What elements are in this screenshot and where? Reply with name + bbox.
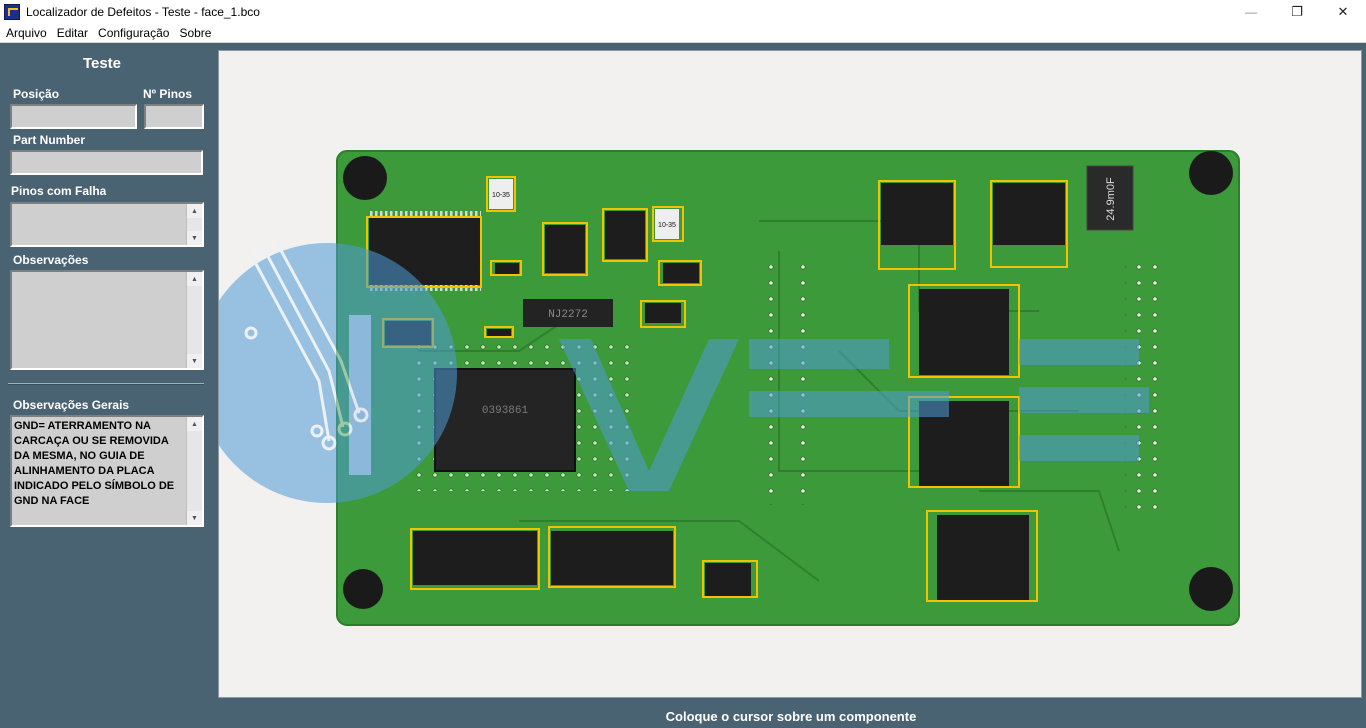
observacoes-scrollbar[interactable]: ▲ ▼ bbox=[186, 272, 202, 368]
nj2272-ic-label: NJ2272 bbox=[548, 309, 588, 321]
posicao-label: Posição bbox=[13, 87, 60, 101]
highlight-small-ic-a[interactable] bbox=[658, 260, 702, 286]
highlight-bottom-small-ic[interactable] bbox=[702, 560, 758, 598]
npinos-label: Nº Pinos bbox=[143, 87, 193, 101]
regulator-2[interactable] bbox=[993, 183, 1065, 245]
pin-column bbox=[1151, 259, 1167, 509]
small-regulator-1[interactable] bbox=[545, 225, 585, 273]
scroll-up-icon[interactable]: ▲ bbox=[187, 272, 202, 286]
partnumber-field[interactable] bbox=[10, 150, 203, 175]
highlight-small-ic-e[interactable] bbox=[484, 326, 514, 338]
obs-gerais-text: GND= ATERRAMENTO NA CARCAÇA OU SE REMOVI… bbox=[14, 420, 175, 507]
menu-bar: Arquivo Editar Configuração Sobre bbox=[0, 24, 1366, 43]
highlight-small-reg-2[interactable] bbox=[602, 208, 648, 262]
panel-separator bbox=[8, 383, 204, 385]
window-title: Localizador de Defeitos - Teste - face_1… bbox=[26, 5, 260, 19]
highlight-small-ic-b[interactable] bbox=[640, 300, 686, 328]
passive-10-35-b[interactable] bbox=[655, 209, 679, 239]
scroll-down-icon[interactable]: ▼ bbox=[187, 511, 202, 525]
maximize-button[interactable]: ❐ bbox=[1274, 0, 1320, 24]
status-bar: Coloque o cursor sobre um componente bbox=[216, 704, 1366, 728]
obs-gerais-scrollbar[interactable]: ▲ ▼ bbox=[186, 417, 202, 525]
capacitor-label: 24.9m0F bbox=[1105, 177, 1117, 221]
scroll-up-icon[interactable]: ▲ bbox=[187, 204, 202, 218]
highlight-passive-b[interactable] bbox=[652, 206, 684, 242]
close-icon: ✕ bbox=[1337, 4, 1349, 19]
title-bar: Localizador de Defeitos - Teste - face_1… bbox=[0, 0, 1366, 24]
maximize-icon: ❐ bbox=[1291, 4, 1303, 19]
passive-10-35-a-label: 10-35 bbox=[492, 192, 510, 199]
mount-hole bbox=[343, 569, 383, 609]
small-regulator-2[interactable] bbox=[605, 211, 645, 259]
panel-title: Teste bbox=[82, 55, 122, 72]
partnumber-label: Part Number bbox=[13, 133, 86, 147]
observacoes-label: Observações bbox=[13, 253, 89, 267]
mount-hole bbox=[1189, 567, 1233, 611]
nj2272-ic[interactable] bbox=[523, 299, 613, 327]
menu-arquivo[interactable]: Arquivo bbox=[6, 26, 47, 40]
npinos-field[interactable] bbox=[144, 104, 204, 129]
main-frame: 0393861 24.9m0F NJ2272 bbox=[216, 43, 1366, 704]
small-ic-a[interactable] bbox=[663, 263, 699, 283]
scroll-up-icon[interactable]: ▲ bbox=[187, 417, 202, 431]
status-text: Coloque o cursor sobre um componente bbox=[665, 708, 917, 724]
menu-configuracao[interactable]: Configuração bbox=[98, 26, 170, 40]
scroll-down-icon[interactable]: ▼ bbox=[187, 231, 202, 245]
pinos-falha-scrollbar[interactable]: ▲ ▼ bbox=[186, 204, 202, 245]
main-bga-chip[interactable] bbox=[434, 368, 576, 472]
bottom-soic-1[interactable] bbox=[413, 531, 537, 585]
highlight-small-reg-1[interactable] bbox=[542, 222, 588, 276]
app-icon bbox=[4, 4, 20, 20]
mount-hole bbox=[343, 156, 387, 200]
mount-hole bbox=[1189, 151, 1233, 195]
top-left-ic-pins bbox=[369, 211, 481, 217]
highlight-qfp-3[interactable] bbox=[926, 510, 1038, 602]
highlight-bottom-soic-2[interactable] bbox=[548, 526, 676, 588]
highlight-qfp-1[interactable] bbox=[908, 284, 1020, 378]
obs-gerais-field[interactable]: GND= ATERRAMENTO NA CARCAÇA OU SE REMOVI… bbox=[10, 415, 204, 527]
highlight-passive-a[interactable] bbox=[486, 176, 516, 212]
pin-column bbox=[791, 265, 807, 505]
highlight-bottom-soic-1[interactable] bbox=[410, 528, 540, 590]
passive-10-35-b-label: 10-35 bbox=[658, 222, 676, 229]
highlight-regulator-2[interactable] bbox=[990, 180, 1068, 268]
status-left bbox=[0, 704, 216, 728]
small-ic-e[interactable] bbox=[487, 329, 511, 337]
qfp-chip-3[interactable] bbox=[937, 515, 1029, 601]
watermark-logo bbox=[219, 242, 1149, 503]
passive-10-35-a[interactable] bbox=[489, 179, 513, 209]
pin-column bbox=[1125, 259, 1141, 509]
menu-sobre[interactable]: Sobre bbox=[179, 26, 212, 40]
pinos-falha-label: Pinos com Falha bbox=[11, 184, 107, 198]
small-ic-d[interactable] bbox=[495, 263, 519, 275]
capacitor[interactable] bbox=[1086, 165, 1134, 231]
left-panel: Teste Posição Nº Pinos Part Number Pinos… bbox=[0, 43, 216, 704]
small-ic-b[interactable] bbox=[645, 303, 681, 323]
regulator-1[interactable] bbox=[881, 183, 953, 245]
bottom-small-ic[interactable] bbox=[705, 563, 751, 597]
pinos-falha-field[interactable]: ▲ ▼ bbox=[10, 202, 204, 247]
window-controls: — ❐ ✕ bbox=[1228, 0, 1366, 24]
minimize-icon: — bbox=[1245, 5, 1257, 19]
bottom-soic-2[interactable] bbox=[551, 531, 673, 585]
main-bga-chip-label: 0393861 bbox=[482, 405, 529, 417]
minimize-button[interactable]: — bbox=[1228, 0, 1274, 24]
posicao-field[interactable] bbox=[10, 104, 137, 129]
obs-gerais-label: Observações Gerais bbox=[13, 398, 130, 412]
observacoes-field[interactable]: ▲ ▼ bbox=[10, 270, 204, 370]
pin-column bbox=[767, 265, 783, 505]
menu-editar[interactable]: Editar bbox=[56, 26, 89, 40]
highlight-regulator-1[interactable] bbox=[878, 180, 956, 270]
qfp-chip-1[interactable] bbox=[919, 289, 1009, 375]
close-button[interactable]: ✕ bbox=[1320, 0, 1366, 24]
highlight-small-ic-d[interactable] bbox=[490, 260, 522, 276]
scroll-down-icon[interactable]: ▼ bbox=[187, 354, 202, 368]
pcb-board-image[interactable]: 0393861 24.9m0F NJ2272 bbox=[219, 51, 1363, 699]
board-image-area[interactable]: 0393861 24.9m0F NJ2272 bbox=[218, 50, 1362, 698]
